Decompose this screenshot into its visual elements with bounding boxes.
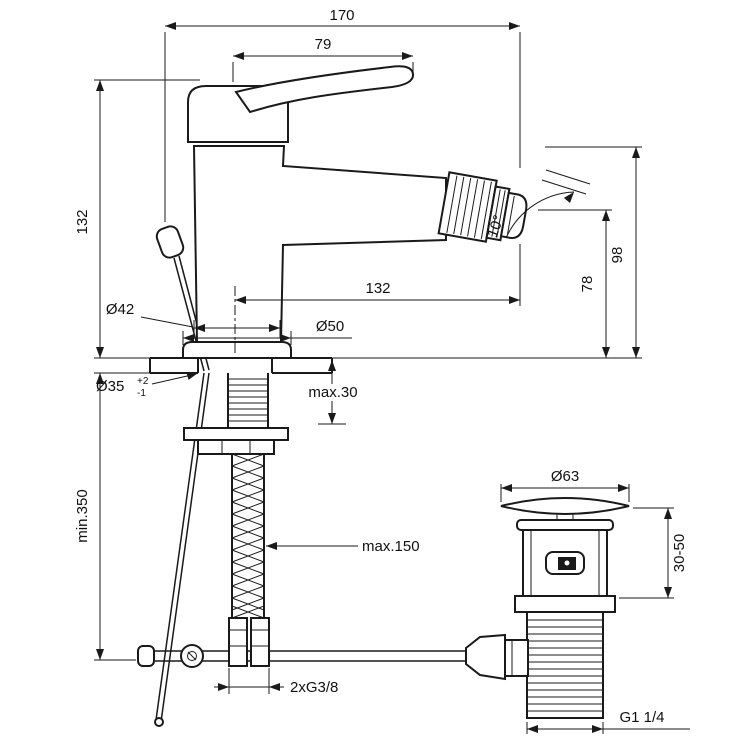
aerator [437, 171, 528, 243]
dim-label-hole-tol-plus: +2 [137, 376, 149, 387]
mounting-nut [197, 439, 275, 455]
popup-knob [155, 225, 185, 259]
dimension-spout-reach: 132 [234, 244, 521, 354]
dim-label-total-width: 170 [329, 7, 354, 24]
supply-hose [231, 453, 265, 619]
dimension-total-width: 170 [164, 7, 521, 222]
dim-label-spout-height: 98 [609, 247, 626, 264]
waste-tailpiece [526, 611, 604, 719]
dimension-min-clearance: min.350 [74, 372, 150, 661]
popup-rod-lower [155, 372, 205, 721]
dimension-handle-length: 79 [232, 36, 414, 82]
popup-rod-tip [154, 717, 164, 727]
dim-label-supply-thread: 2xG3/8 [290, 679, 338, 696]
dim-label-min-clearance: min.350 [74, 489, 91, 542]
dim-label-hole-diameter: Ø35 [96, 378, 124, 395]
handle-lever [234, 65, 415, 114]
dimension-base-diameter: Ø50 [182, 318, 352, 345]
base-plate [182, 341, 292, 359]
dim-label-spout-reach: 132 [365, 280, 390, 297]
rod-cone [465, 633, 506, 681]
dim-label-waste-flange-diameter: Ø63 [551, 468, 579, 485]
dimension-waste-adjustment-range: 30-50 [619, 507, 688, 599]
dim-label-waste-adjustment-range: 30-50 [671, 534, 688, 572]
hose-connectors [228, 617, 270, 667]
dimension-spout-height: 98 [545, 146, 642, 358]
dimension-aerator-angle: 10° [484, 169, 591, 240]
ball-joint [180, 644, 204, 668]
dimension-waste-thread: G1 1/4 [526, 709, 690, 734]
mounting-washer [183, 427, 289, 441]
popup-horizontal-rod [137, 645, 466, 667]
dimension-height-above-deck: 132 [74, 79, 200, 359]
dim-label-aerator-angle: 10° [484, 213, 508, 240]
dimension-hole-diameter: Ø35 +2 -1 [96, 369, 200, 399]
dim-label-max-hose-projection: max.150 [362, 538, 420, 555]
dim-label-handle-length: 79 [315, 36, 332, 53]
pivot-boss [504, 639, 529, 677]
dimension-supply-thread: 2xG3/8 [214, 668, 338, 696]
drain-assembly [500, 497, 630, 719]
dimension-outlet-height: 78 [538, 209, 612, 358]
rod-end-cap [137, 645, 155, 667]
faucet-drawing [155, 65, 528, 372]
dim-label-outlet-height: 78 [579, 276, 596, 293]
installation-parts [137, 372, 506, 727]
dim-label-max-deck-thickness: max.30 [308, 384, 357, 401]
dim-label-height-above-deck: 132 [74, 209, 91, 234]
popup-waste-cap [500, 497, 630, 515]
dim-label-base-diameter: Ø50 [316, 318, 344, 335]
dim-label-body-diameter: Ø42 [106, 301, 134, 318]
mounting-shank [183, 373, 289, 455]
dimension-waste-flange-diameter: Ø63 [500, 468, 630, 502]
dimension-body-diameter: Ø42 [106, 301, 281, 338]
dim-label-hole-tol-minus: -1 [137, 388, 146, 399]
waste-flange [516, 519, 614, 531]
dimension-max-deck-thickness: max.30 [301, 360, 365, 425]
dim-label-waste-thread: G1 1/4 [619, 709, 664, 726]
deck-section [149, 357, 333, 374]
waste-collar [514, 595, 616, 613]
dimension-max-hose-projection: max.150 [266, 538, 420, 555]
faucet-body [192, 145, 447, 343]
